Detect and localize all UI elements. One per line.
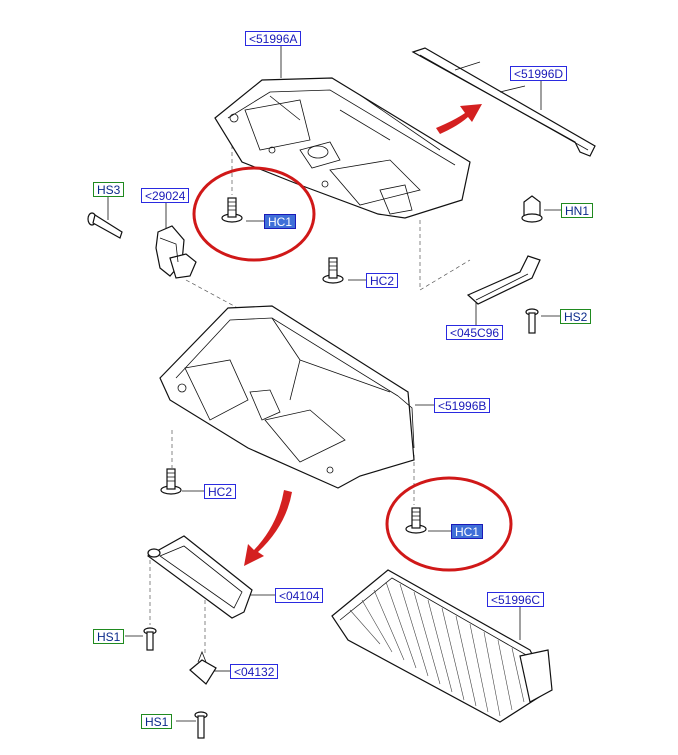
label-hn1[interactable]: HN1 (561, 203, 594, 218)
screw-hs2 (525, 308, 539, 334)
label-04104[interactable]: <04104 (275, 588, 324, 603)
screw-hs1-upper (143, 627, 157, 651)
stud-hc2-upper (322, 257, 344, 284)
label-51996b[interactable]: <51996B (434, 398, 491, 413)
label-hs2[interactable]: HS2 (560, 309, 592, 324)
screw-hs3 (87, 212, 123, 239)
lower-cover (331, 569, 553, 723)
label-045c96[interactable]: <045C96 (446, 325, 504, 340)
label-hc2-upper[interactable]: HC2 (366, 273, 399, 288)
label-hc1-upper[interactable]: HC1 (264, 214, 297, 229)
clip-04132 (189, 650, 217, 685)
stud-hc2-lower (160, 468, 182, 495)
label-04132[interactable]: <04132 (230, 664, 279, 679)
label-29024[interactable]: <29024 (141, 188, 190, 203)
upper-trim-panel (214, 77, 471, 219)
red-arrow-upper (436, 104, 482, 134)
callout-ring-lower (385, 476, 513, 572)
bracket-045c96 (466, 255, 541, 305)
stud-hc1-upper (221, 197, 243, 223)
label-hs3[interactable]: HS3 (93, 182, 125, 197)
label-hc1-lower[interactable]: HC1 (451, 524, 484, 539)
screw-hs1-lower (194, 711, 208, 739)
lower-trim-panel (159, 305, 415, 489)
visor-frame (146, 535, 253, 619)
bracket-part (155, 225, 197, 279)
label-51996a[interactable]: <51996A (245, 31, 302, 46)
upper-strip (411, 47, 596, 157)
label-51996c[interactable]: <51996C (487, 592, 545, 607)
label-hc2-lower[interactable]: HC2 (204, 484, 237, 499)
nut-hn1 (521, 195, 543, 223)
label-hs1-upper[interactable]: HS1 (93, 629, 125, 644)
callout-ring-upper (192, 166, 316, 262)
red-arrow-lower (244, 490, 292, 566)
stud-hc1-lower (405, 507, 427, 534)
label-51996d[interactable]: <51996D (510, 66, 568, 81)
label-hs1-lower[interactable]: HS1 (141, 714, 173, 729)
